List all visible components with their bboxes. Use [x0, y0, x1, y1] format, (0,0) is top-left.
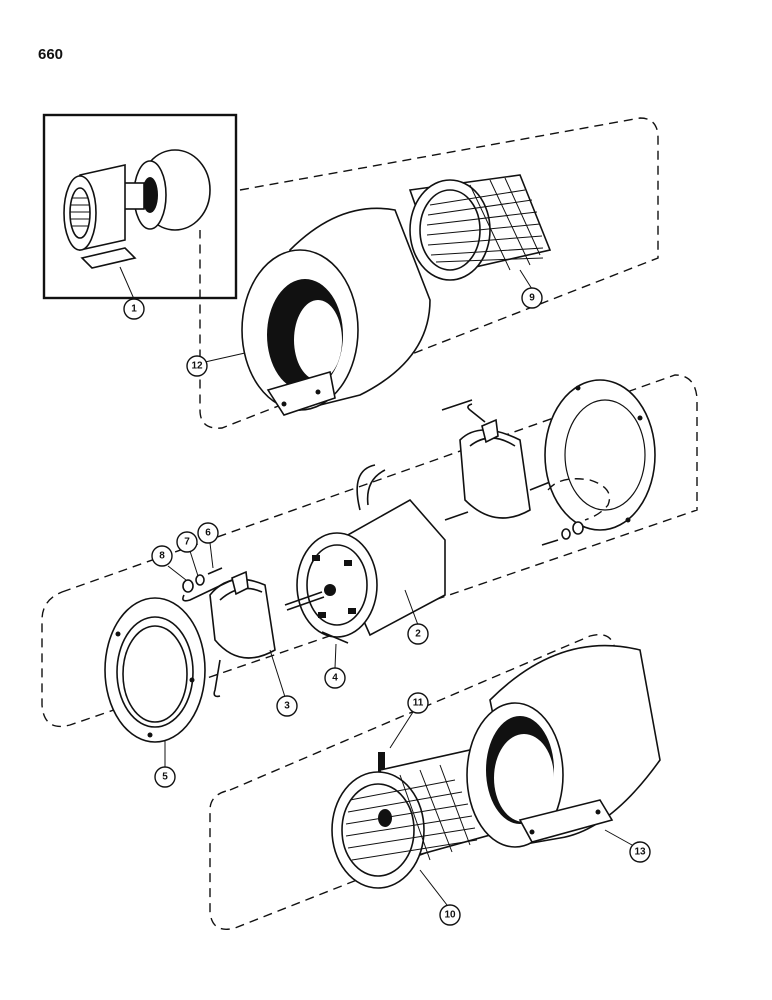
svg-text:7: 7: [184, 537, 190, 548]
callout-3: 3: [276, 695, 298, 717]
upper-blower-wheel: [408, 174, 552, 281]
callout-6: 6: [197, 522, 219, 544]
upper-blower-housing: [241, 207, 431, 416]
right-mounting-ring: [544, 379, 656, 531]
upper-group-outline: [199, 117, 659, 429]
svg-text:6: 6: [205, 528, 211, 539]
callout-2: 2: [407, 623, 429, 645]
callout-7: 7: [176, 531, 198, 553]
svg-text:4: 4: [332, 673, 338, 684]
assembled-blower-inset: [42, 113, 238, 300]
callout-12: 12: [186, 355, 208, 377]
page-number: 660: [38, 46, 64, 63]
middle-group-outline: [41, 374, 698, 728]
svg-text:12: 12: [191, 361, 203, 372]
lower-blower-wheel: [331, 749, 491, 889]
callout-9: 9: [521, 287, 543, 309]
svg-text:9: 9: [529, 293, 535, 304]
svg-text:11: 11: [413, 698, 424, 709]
leader-lines: [119, 266, 633, 906]
lower-blower-housing: [466, 644, 661, 848]
callout-10: 10: [439, 904, 461, 926]
svg-text:5: 5: [162, 772, 168, 783]
callout-13: 13: [629, 841, 651, 863]
svg-text:3: 3: [284, 701, 290, 712]
svg-text:13: 13: [634, 847, 646, 858]
callout-4: 4: [324, 667, 346, 689]
svg-text:8: 8: [159, 551, 165, 562]
callout-8: 8: [151, 545, 173, 567]
svg-text:10: 10: [444, 910, 456, 921]
svg-text:1: 1: [131, 304, 137, 315]
callout-11: 11: [407, 692, 429, 714]
left-mounting-ring: [104, 597, 206, 743]
blower-motor: [284, 464, 469, 638]
callout-1: 1: [123, 298, 145, 320]
callout-5: 5: [154, 766, 176, 788]
left-clamp-band: [182, 570, 276, 698]
hardware: [182, 399, 611, 809]
svg-text:2: 2: [415, 629, 421, 640]
